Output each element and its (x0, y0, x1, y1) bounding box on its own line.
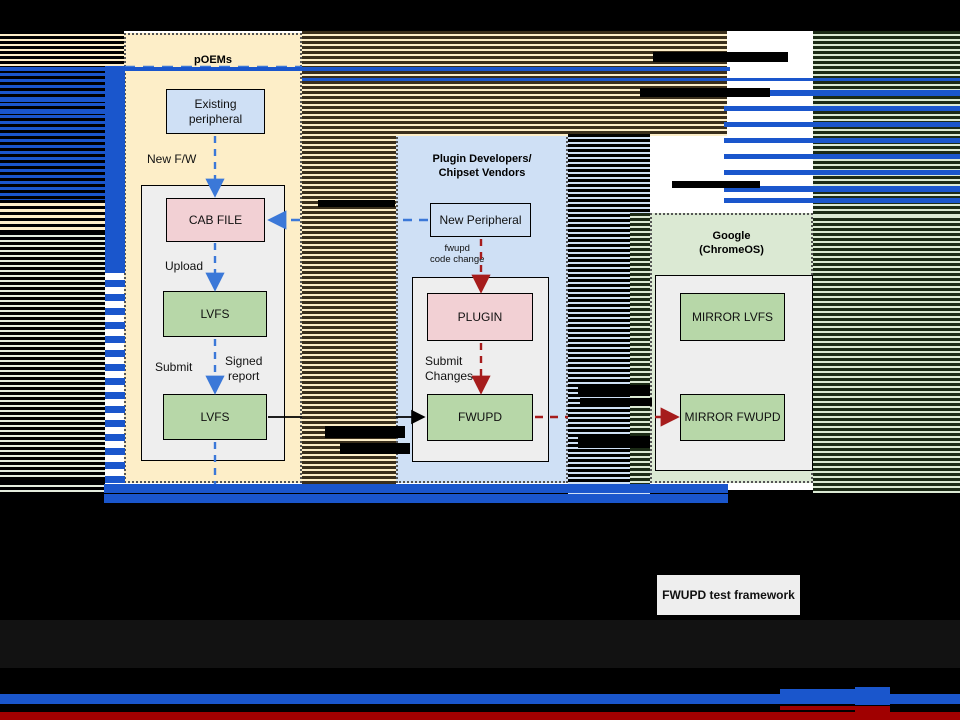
label-submit-changes: Submit Changes (425, 354, 473, 384)
glitch-bottom-black (0, 503, 960, 720)
glitch-red-band (0, 712, 960, 720)
node-mirror-fwupd-label: MIRROR FWUPD (684, 410, 781, 424)
glitch-scanline (568, 492, 650, 494)
label-fwupd-code-change-line2: code change (430, 254, 485, 265)
label-submit: Submit (155, 360, 193, 374)
swimlane-poems-title: pOEMs (194, 54, 232, 66)
label-submit-changes-line2: Changes (425, 369, 474, 383)
label-new-fw: New F/W (147, 152, 197, 166)
label-signed-report: Signed report (225, 354, 262, 384)
node-lvfs-submit[interactable]: LVFS (163, 394, 267, 440)
node-existing-peripheral[interactable]: Existing peripheral (166, 89, 265, 134)
swimlane-plugin-title-line1: Plugin Developers/ (432, 153, 532, 165)
label-fwupd-code-change-line1: fwupd (444, 243, 470, 254)
node-plugin-label: PLUGIN (457, 309, 503, 324)
label-signed-report-line1: Signed (225, 354, 263, 368)
label-fwupd-code-change: fwupd code change (430, 243, 484, 265)
node-lvfs-upload[interactable]: LVFS (163, 291, 267, 337)
node-fwupd-test-framework[interactable]: FWUPD test framework (657, 575, 800, 615)
node-new-peripheral[interactable]: New Peripheral (430, 203, 531, 237)
node-mirror-fwupd[interactable]: MIRROR FWUPD (680, 394, 785, 441)
glitch-blue-band (0, 694, 960, 704)
node-fwupd-test-framework-label: FWUPD test framework (662, 587, 795, 602)
glitch-red-band (780, 706, 890, 710)
node-plugin[interactable]: PLUGIN (427, 293, 533, 341)
node-lvfs-upload-label: LVFS (200, 306, 230, 321)
label-submit-changes-line1: Submit (425, 354, 463, 368)
glitch-bottom-darkgrey (0, 620, 960, 668)
glitch-scanline (813, 491, 960, 493)
node-new-peripheral-label: New Peripheral (439, 212, 522, 227)
node-cab-file-label: CAB FILE (188, 212, 243, 227)
label-signed-report-line2: report (228, 369, 260, 383)
node-fwupd[interactable]: FWUPD (427, 394, 533, 441)
glitch-blue-band (780, 689, 890, 694)
glitch-scanline (0, 490, 105, 492)
node-fwupd-label: FWUPD (458, 410, 502, 424)
node-lvfs-submit-label: LVFS (200, 409, 230, 424)
node-mirror-lvfs-label: MIRROR LVFS (691, 309, 774, 324)
node-mirror-lvfs[interactable]: MIRROR LVFS (680, 293, 785, 341)
glitch-scanline (630, 491, 650, 493)
swimlane-plugin-title-line2: Chipset Vendors (438, 167, 526, 179)
glitch-black-band (0, 668, 960, 676)
node-existing-peripheral-line2: peripheral (188, 111, 243, 126)
label-upload: Upload (165, 259, 204, 273)
glitch-blue-bar-bottom (104, 494, 728, 503)
node-cab-file[interactable]: CAB FILE (166, 198, 265, 242)
glitch-red-block (855, 706, 890, 720)
swimlane-google-title-line2: (ChromeOS) (699, 244, 764, 256)
node-existing-peripheral-line1: Existing (194, 96, 237, 111)
glitch-blue-block (855, 687, 890, 705)
glitch-top-black (0, 0, 960, 31)
swimlane-google-title-line1: Google (712, 230, 751, 242)
